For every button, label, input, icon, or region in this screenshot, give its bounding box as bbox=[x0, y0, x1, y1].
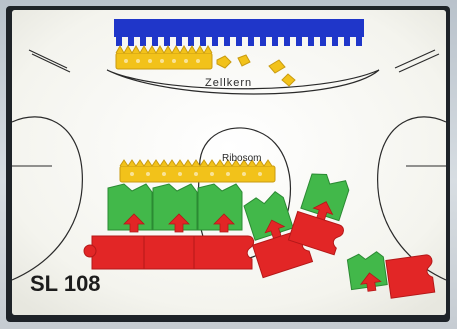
label-zellkern: Zellkern bbox=[205, 77, 252, 89]
label-ribosom: Ribosom bbox=[222, 153, 261, 164]
trna-group bbox=[108, 184, 242, 232]
amino-acid-chain bbox=[84, 236, 254, 269]
model-code-label: SL 108 bbox=[30, 271, 101, 297]
model-board: Zellkern Ribosom SL 108 bbox=[12, 10, 446, 315]
